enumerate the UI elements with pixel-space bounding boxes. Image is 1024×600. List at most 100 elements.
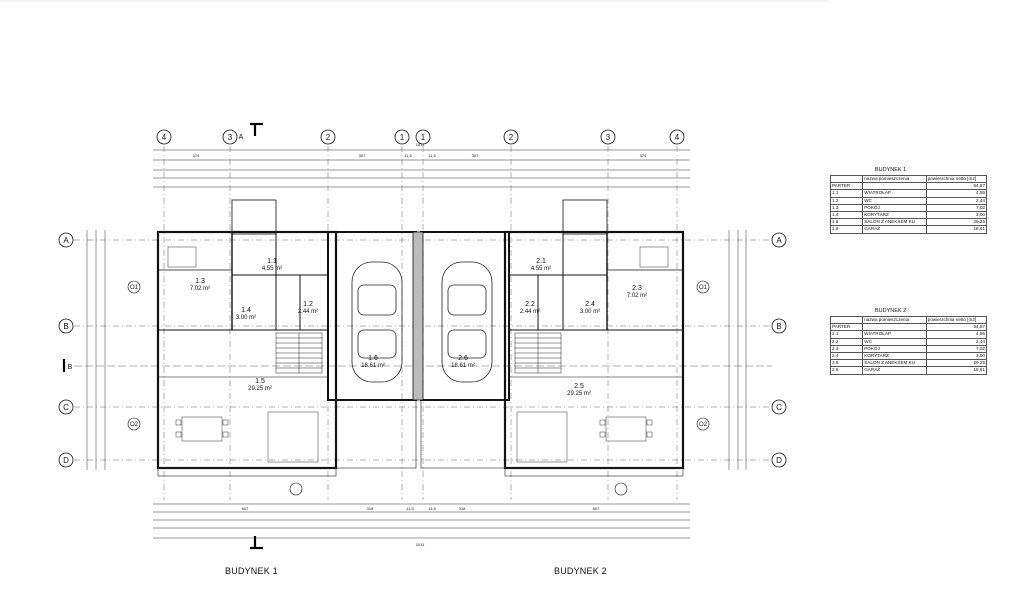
- room-area: 2.44 m²: [298, 309, 318, 315]
- table-cell: powierzchnia netto [m2]: [925, 174, 988, 184]
- table-cell: GARAŻ: [862, 366, 927, 375]
- room-number: 2.4: [585, 301, 595, 308]
- dimension-label: 607: [242, 506, 249, 511]
- table-cell: WIATROŁAP: [862, 330, 927, 339]
- table-cell: nazwa pomieszczenia: [862, 174, 927, 184]
- axis-label: D: [63, 456, 69, 465]
- table-cell: 1.5: [829, 218, 864, 227]
- axis-label: 1: [400, 133, 405, 142]
- table-cell: [829, 174, 864, 184]
- bottom-dimension-lines: [153, 503, 690, 539]
- axis-label: 2: [509, 133, 514, 142]
- table-header-row: nazwa pomieszczenia powierzchnia netto […: [829, 315, 988, 325]
- dimension-label: 307: [359, 153, 366, 158]
- dimension-label: 11,5: [428, 153, 436, 158]
- table-cell: POKÓJ: [862, 344, 927, 354]
- axis-label: C: [63, 403, 69, 412]
- table-cell: 1.4: [829, 211, 864, 220]
- grid-axes-horizontal: [74, 239, 772, 461]
- window-tag: O2: [130, 422, 139, 428]
- table-cell: 1.1: [829, 189, 864, 198]
- table-1-title: BUDYNEK 1: [875, 167, 907, 173]
- axis-label: 4: [675, 133, 680, 142]
- room-number: 2.5: [574, 383, 584, 390]
- room-number: 2.1: [536, 258, 546, 265]
- dimension-label: 318: [459, 506, 466, 511]
- room-area: 7.02 m²: [190, 286, 210, 292]
- car-b2: [441, 261, 493, 383]
- axis-circles: [58, 129, 787, 468]
- room-area: 29.25 m²: [567, 391, 591, 397]
- table-cell: 3,00: [925, 211, 988, 220]
- axis-label: 2: [326, 133, 331, 142]
- dimension-label: 307: [472, 153, 479, 158]
- axis-label: 3: [606, 133, 611, 142]
- dimension-label: 11,5: [406, 506, 414, 511]
- table-row: PARTER 64,87: [829, 182, 988, 191]
- window-tag: O1: [130, 285, 139, 291]
- table-cell: [862, 182, 927, 191]
- room-area: 4.55 m²: [531, 266, 551, 272]
- room-area: 2.44 m²: [520, 309, 540, 315]
- area-table-building-1: nazwa pomieszczenia powierzchnia netto […: [829, 174, 988, 234]
- table-cell: 7,02: [925, 203, 988, 213]
- window-tag: O1: [699, 285, 708, 291]
- table-cell: 1.2: [829, 196, 864, 205]
- table-cell: 2,44: [925, 337, 988, 346]
- table-cell: 3,00: [925, 352, 988, 361]
- table-cell: 18,61: [925, 366, 988, 375]
- caption-building-2: BUDYNEK 2: [554, 566, 607, 576]
- table-cell: 2.2: [829, 337, 864, 346]
- table-cell: [862, 323, 927, 332]
- axis-label: 3: [228, 133, 233, 142]
- room-area: 3.00 m²: [580, 309, 600, 315]
- axis-label: B: [776, 322, 781, 331]
- room-area: 7.02 m²: [627, 293, 647, 299]
- room-number: 1.5: [255, 378, 265, 385]
- table-cell: 29,25: [925, 359, 988, 368]
- table-cell: 2.4: [829, 352, 864, 361]
- stairs-b2: [514, 332, 562, 374]
- table-cell: 64,87: [925, 182, 988, 191]
- table-2-title: BUDYNEK 2: [875, 308, 907, 314]
- table-cell: 1.6: [829, 225, 864, 234]
- room-number: 1.1: [267, 258, 277, 265]
- table-cell: 4,55: [925, 330, 988, 339]
- table-cell: SALON Z ANEKSEM KU: [862, 359, 927, 368]
- table-cell: SALON Z ANEKSEM KU: [862, 218, 927, 227]
- room-area: 3.00 m²: [236, 315, 256, 321]
- table-cell: 2.3: [829, 344, 864, 354]
- table-cell: PARTER: [829, 182, 864, 191]
- axis-label: A: [63, 236, 69, 245]
- table-cell: WC: [862, 196, 927, 205]
- table-cell: 2,44: [925, 196, 988, 205]
- table-cell: 1.3: [829, 203, 864, 213]
- table-cell: POKÓJ: [862, 203, 927, 213]
- dimension-label: 374: [193, 153, 200, 158]
- section-mark-label: B: [68, 364, 73, 371]
- table-cell: powierzchnia netto [m2]: [925, 315, 988, 325]
- table-cell: WIATROŁAP: [862, 189, 927, 198]
- axis-label: 4: [162, 133, 167, 142]
- room-number: 2.2: [525, 301, 535, 308]
- table-cell: 2.5: [829, 359, 864, 368]
- axis-label: 1: [421, 133, 426, 142]
- dimension-label: 374: [640, 153, 647, 158]
- room-number: 1.3: [195, 278, 205, 285]
- area-table-building-2: nazwa pomieszczenia powierzchnia netto […: [829, 315, 988, 375]
- table-cell: 18,61: [925, 225, 988, 234]
- car-b1: [351, 261, 403, 383]
- table-cell: 7,02: [925, 344, 988, 354]
- table-cell: 4,55: [925, 189, 988, 198]
- table-cell: nazwa pomieszczenia: [862, 315, 927, 325]
- axis-label: D: [776, 456, 782, 465]
